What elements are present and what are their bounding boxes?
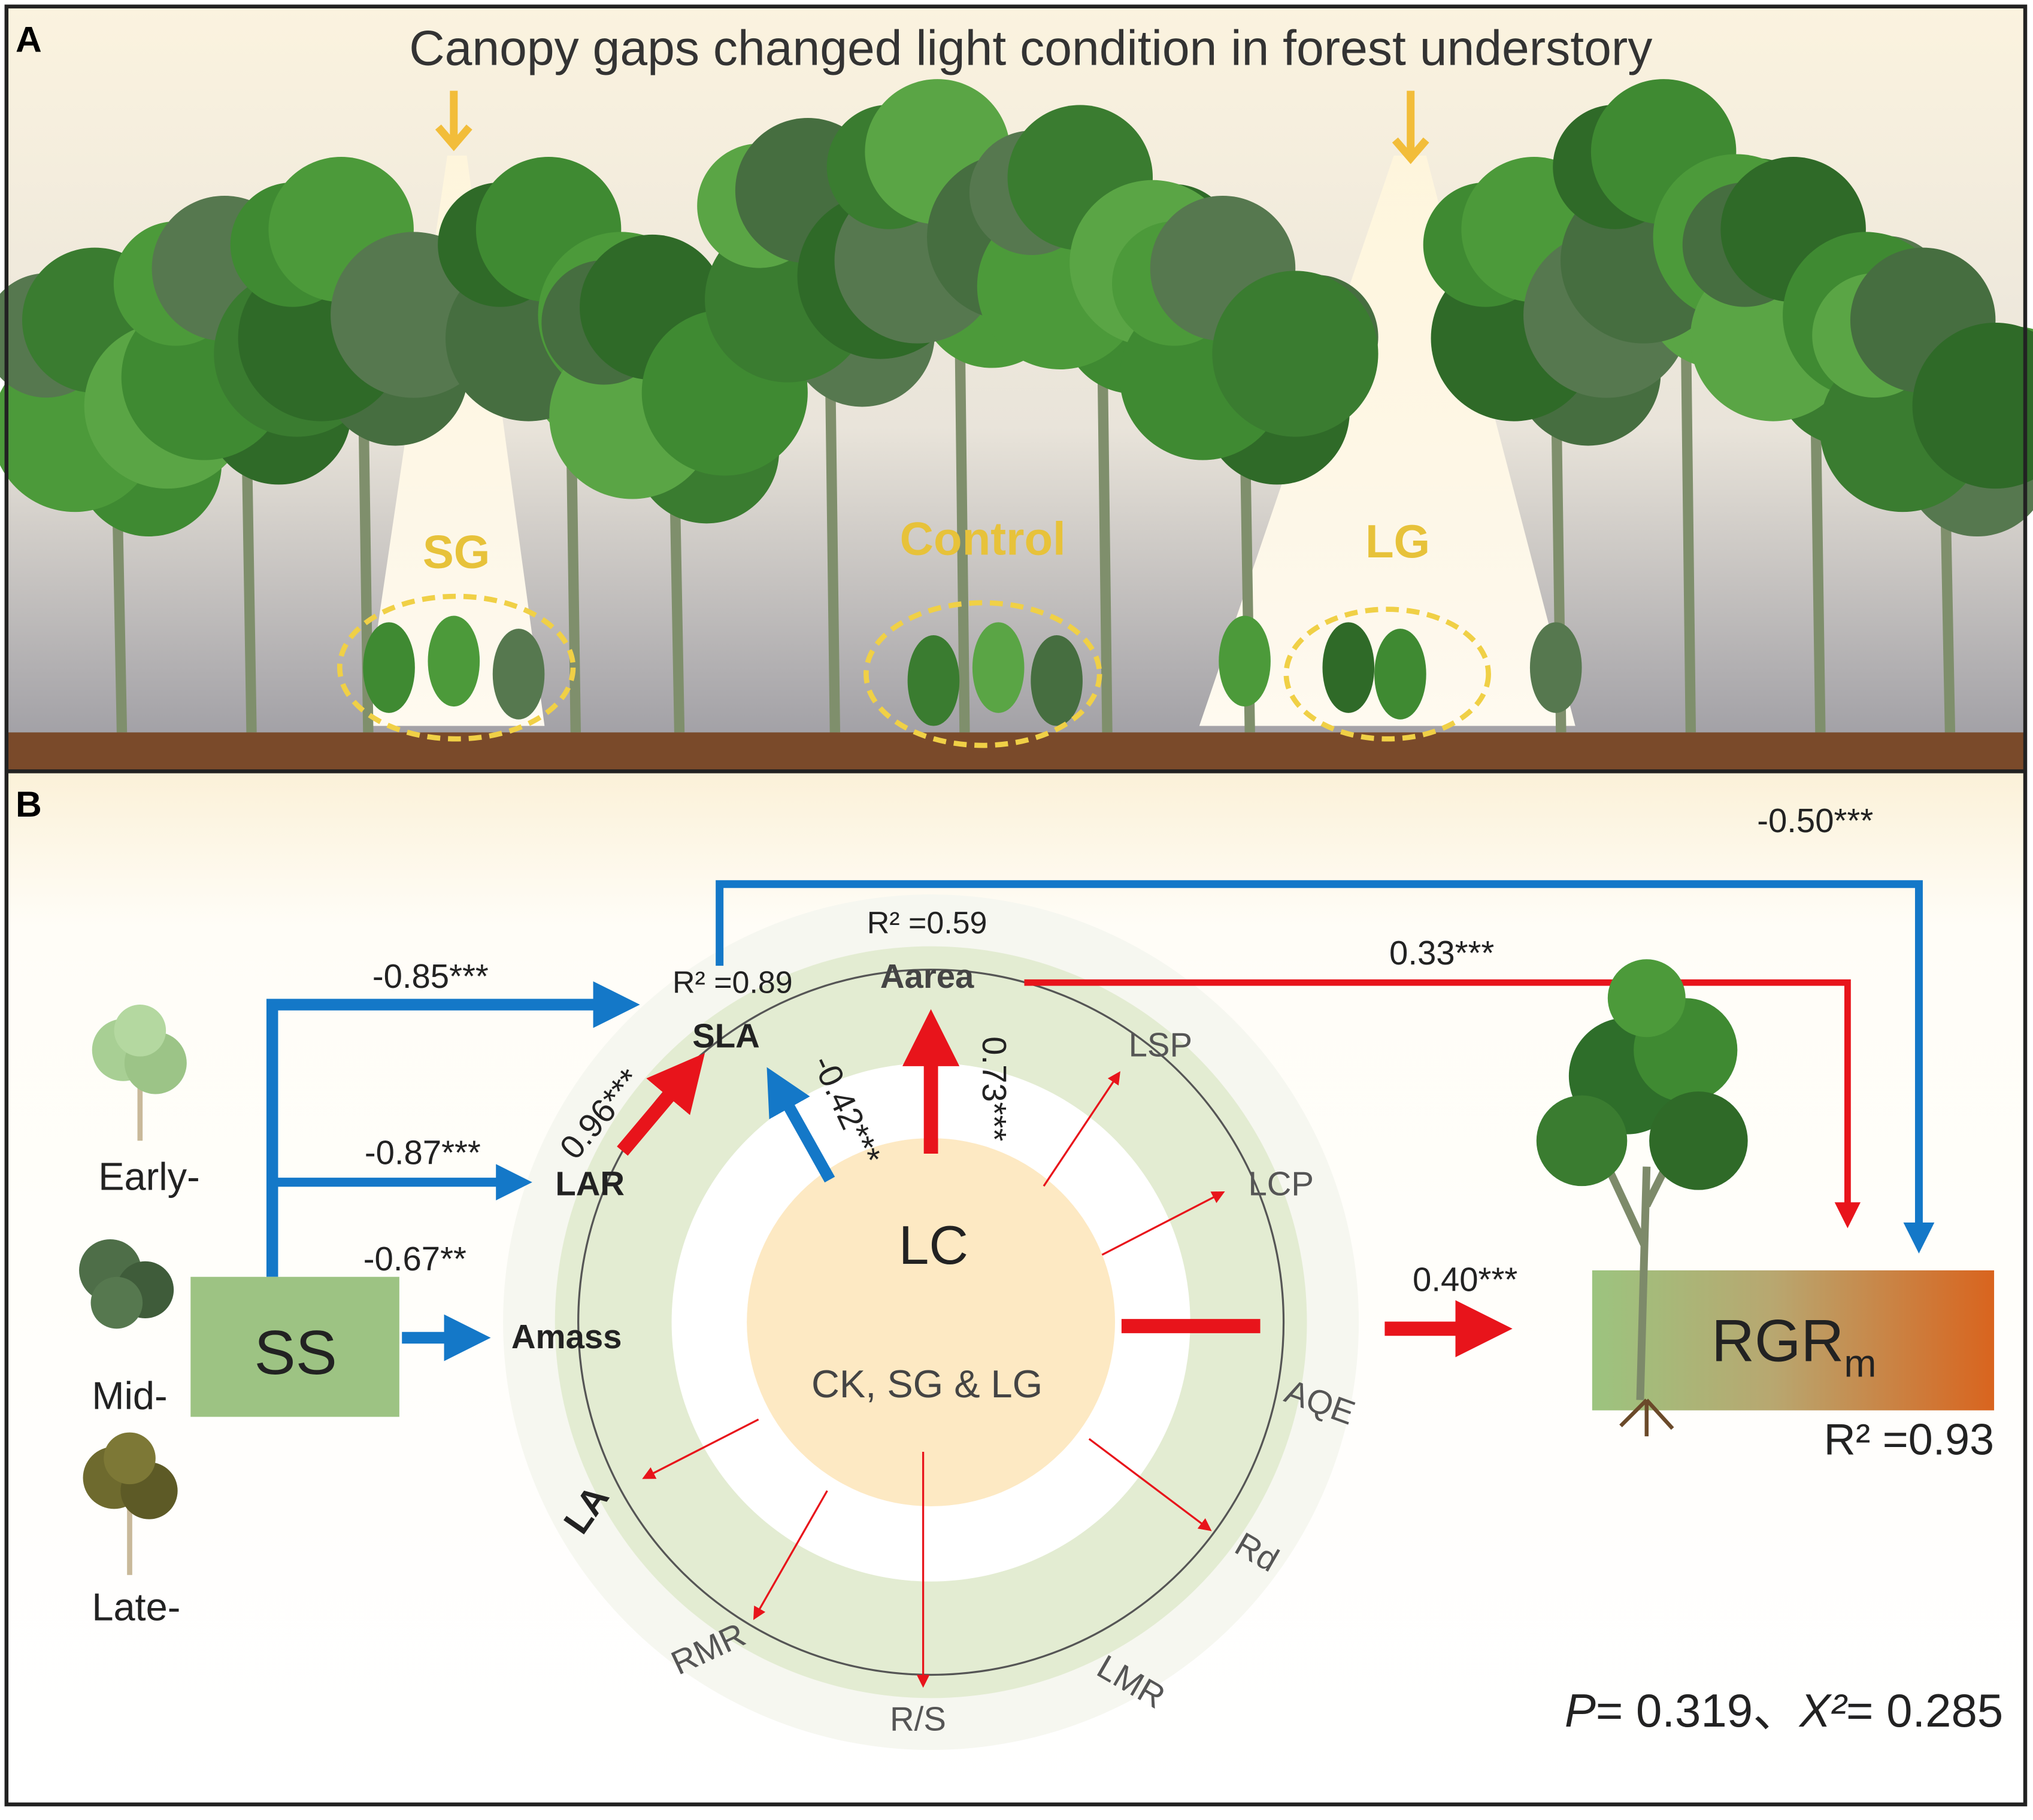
canopy-trees	[0, 79, 2033, 733]
r2-aarea: R² =0.59	[867, 906, 987, 941]
path-lc-lcp	[1101, 1191, 1225, 1256]
seedling	[907, 635, 960, 726]
seedling	[1374, 629, 1426, 720]
ss-box	[190, 1276, 399, 1417]
path-aarea-rgr	[1024, 979, 1861, 1228]
rgr-tree-icon	[1536, 959, 1748, 1437]
sg-seedling-ring	[337, 593, 576, 742]
coef-lc-aarea: 0.73***	[975, 1036, 1013, 1141]
node-lsp: LSP	[1129, 1026, 1192, 1064]
tree-trunk	[825, 336, 841, 733]
gap-label-sg: SG	[423, 525, 490, 578]
path-lar-sla	[617, 1052, 705, 1156]
node-lar: LAR	[555, 1164, 625, 1202]
lc-treatments: CK, SG & LG	[811, 1362, 1043, 1406]
sunlight-arrow-icon	[1392, 90, 1429, 165]
gap-label-control: Control	[900, 512, 1066, 565]
coef-sla-rgr: -0.50***	[1757, 802, 1873, 839]
ss-label: SS	[254, 1318, 337, 1388]
lg-seedling-ring	[1283, 606, 1491, 742]
path-lc-la	[642, 1418, 759, 1479]
lc-circle	[747, 1138, 1116, 1506]
panel-b: B SS Early- Mid-	[6, 769, 2026, 1804]
coef-ss-sla: -0.85***	[372, 957, 489, 995]
panel-a: A Canopy gaps changed light condition in…	[0, 6, 2033, 772]
coef-lc-rgr: 0.40***	[1413, 1261, 1517, 1299]
seedling	[363, 622, 415, 713]
r2-rgr: R² =0.93	[1824, 1414, 1994, 1464]
early-tree-icon	[92, 1005, 187, 1141]
light-cone-sg	[363, 155, 545, 726]
figure-border	[4, 4, 2028, 1807]
late-tree-icon	[83, 1432, 178, 1575]
rgr-box	[1592, 1270, 1995, 1410]
control-seedling-ring	[864, 600, 1102, 748]
panel-b-letter: B	[16, 784, 42, 824]
seedling	[428, 615, 480, 707]
panel-a-letter: A	[16, 19, 42, 60]
seedling	[1322, 622, 1375, 713]
model-fit-stats: P= 0.319、X²= 0.285	[1565, 1684, 2003, 1737]
tree-trunk	[1680, 298, 1696, 733]
tree-trunk	[954, 298, 970, 733]
coef-aarea-rgr: 0.33***	[1389, 934, 1494, 972]
node-amass: Amass	[511, 1318, 622, 1355]
seedling	[1219, 615, 1271, 707]
panel-a-title: Canopy gaps changed light condition in f…	[409, 21, 1652, 75]
sunlight-arrow-icon	[435, 90, 472, 151]
coef-ss-amass: -0.67**	[363, 1240, 466, 1278]
coef-ss-lar: -0.87***	[365, 1133, 481, 1171]
path-lc-sla	[766, 1067, 835, 1183]
seedling	[972, 622, 1025, 713]
node-lcp: LCP	[1248, 1164, 1314, 1202]
node-sla: SLA	[692, 1017, 760, 1055]
gap-label-lg: LG	[1365, 515, 1430, 568]
path-sla-rgr	[716, 880, 1935, 1254]
path-lc-rd	[1088, 1438, 1212, 1531]
path-lc-lsp	[1043, 1071, 1120, 1187]
light-cone-lg	[1199, 155, 1576, 726]
seedling	[1031, 635, 1083, 726]
node-rs: R/S	[890, 1700, 946, 1738]
seedling	[1529, 622, 1582, 713]
tree-crown	[1912, 323, 2033, 489]
trait-ring-line	[577, 968, 1285, 1676]
tree-trunk	[1096, 324, 1113, 733]
thin-paths	[642, 1071, 1225, 1688]
rgr-label: RGRm	[1711, 1308, 1876, 1385]
stage-early: Early-	[98, 1155, 200, 1199]
path-lc-rmr	[753, 1490, 828, 1620]
stage-late: Late-	[92, 1585, 180, 1629]
lc-label: LC	[899, 1215, 968, 1276]
mid-tree-icon	[79, 1239, 174, 1329]
tree-crown	[1212, 271, 1378, 437]
seedling	[492, 629, 545, 720]
node-aarea: Aarea	[880, 957, 974, 995]
stage-mid: Mid-	[92, 1374, 167, 1418]
r2-sla: R² =0.89	[672, 966, 793, 1000]
forest-floor	[6, 732, 2026, 772]
